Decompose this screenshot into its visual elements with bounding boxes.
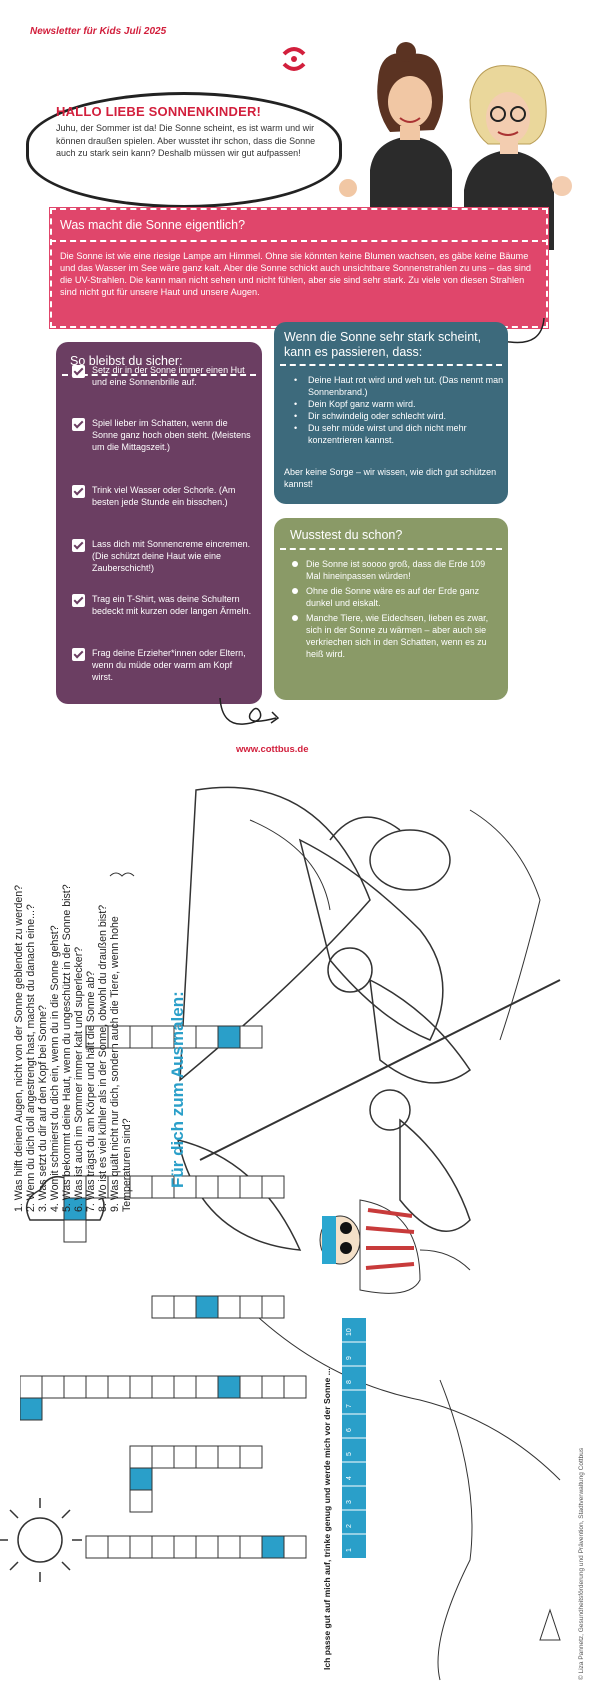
divider bbox=[280, 364, 502, 366]
list-item: Deine Haut rot wird und weh tut. (Das ne… bbox=[294, 374, 504, 398]
what-sun-box bbox=[49, 207, 549, 329]
safety-item: Lass dich mit Sonnencreme eincremen. (Di… bbox=[92, 539, 251, 573]
solution-grid[interactable]: 1 2 3 4 5 6 7 8 9 10 bbox=[342, 1318, 366, 1558]
safety-item: Setz dir in der Sonne immer einen Hut un… bbox=[92, 365, 245, 387]
crossword-question: Temperaturen sind? bbox=[121, 1118, 133, 1212]
safety-item: Frag deine Erzieher*innen oder Eltern, w… bbox=[92, 648, 246, 682]
safety-item: Trag ein T-Shirt, was deine Schultern be… bbox=[92, 594, 252, 616]
cottbus-logo bbox=[282, 47, 306, 71]
checkbox-icon bbox=[72, 365, 85, 378]
safety-item: Spiel lieber im Schatten, wenn die Sonne… bbox=[92, 418, 251, 452]
what-sun-title: Was macht die Sonne eigentlich? bbox=[60, 218, 246, 232]
solution-prompt: Ich passe gut auf mich auf, trinke genug… bbox=[322, 1368, 332, 1670]
crossword-question: 9. Was quält nicht nur dich, sondern auc… bbox=[109, 916, 121, 1212]
strong-sun-list: Deine Haut rot wird und weh tut. (Das ne… bbox=[294, 374, 504, 446]
safety-box bbox=[56, 342, 262, 704]
list-item: Ohne die Sonne wäre es auf der Erde ganz… bbox=[292, 585, 498, 609]
divider bbox=[62, 374, 256, 376]
crossword-question: 3. Was setzt du dir auf den Kopf bei Son… bbox=[37, 1005, 49, 1212]
checkbox-icon bbox=[72, 594, 85, 607]
website-link[interactable]: www.cottbus.de bbox=[236, 744, 309, 755]
checkbox-icon bbox=[72, 485, 85, 498]
intro-title: HALLO LIEBE SONNENKINDER! bbox=[56, 104, 262, 119]
copyright-text: © Liza Pannetz, Gesundheitsförderung und… bbox=[578, 1447, 585, 1680]
list-item: Manche Tiere, wie Eidechsen, lieben es z… bbox=[292, 612, 498, 660]
crossword-question: 5. Was bekommt deine Haut, wenn du unges… bbox=[61, 884, 73, 1212]
divider bbox=[280, 548, 502, 550]
strong-sun-title: Wenn die Sonne sehr stark scheint, kann … bbox=[284, 330, 482, 359]
list-item: Dein Kopf ganz warm wird. bbox=[294, 398, 504, 410]
did-you-know-title: Wusstest du schon? bbox=[290, 528, 403, 542]
crossword-question: 1. Was hilft deinen Augen, nicht von der… bbox=[13, 884, 25, 1212]
crossword-grid[interactable] bbox=[20, 1016, 320, 1596]
crossword-question: 6. Was ist auch im Sommer immer kalt und… bbox=[73, 946, 85, 1212]
intro-text: Juhu, der Sommer ist da! Die Sonne schei… bbox=[56, 123, 316, 158]
checkbox-icon bbox=[72, 418, 85, 431]
crossword-question: 4. Womit schmierst du dich ein, wenn du … bbox=[49, 925, 61, 1212]
what-sun-text: Die Sonne ist wie eine riesige Lampe am … bbox=[60, 251, 532, 297]
crossword-question: 7. Was trägst du am Körper und hält die … bbox=[85, 970, 97, 1212]
list-item: Die Sonne ist soooo groß, dass die Erde … bbox=[292, 558, 498, 582]
checkbox-icon bbox=[72, 539, 85, 552]
safety-title: So bleibst du sicher: bbox=[70, 354, 183, 368]
list-item: Dir schwindelig oder schlecht wird. bbox=[294, 410, 504, 422]
did-you-know-list: Die Sonne ist soooo groß, dass die Erde … bbox=[292, 558, 498, 663]
safety-item: Trink viel Wasser oder Schorle. (Am best… bbox=[92, 485, 236, 507]
crossword-question: 2. Wenn du dich doll angestrengt hast, m… bbox=[25, 904, 37, 1212]
newsletter-header: Newsletter für Kids Juli 2025 bbox=[30, 26, 167, 37]
divider bbox=[50, 240, 548, 242]
checkbox-icon bbox=[72, 648, 85, 661]
solution-grid-lines bbox=[342, 1341, 366, 1535]
crossword-question: 8. Wo ist es viel kühler als in der Sonn… bbox=[97, 904, 109, 1212]
speech-bubble bbox=[26, 92, 342, 208]
curly-arrow-icon bbox=[219, 697, 280, 725]
list-item: Du sehr müde wirst und dich nicht mehr k… bbox=[294, 422, 504, 446]
strong-sun-footer: Aber keine Sorge – wir wissen, wie dich … bbox=[284, 467, 497, 489]
coloring-title: Für dich zum Ausmalen: bbox=[168, 991, 187, 1188]
